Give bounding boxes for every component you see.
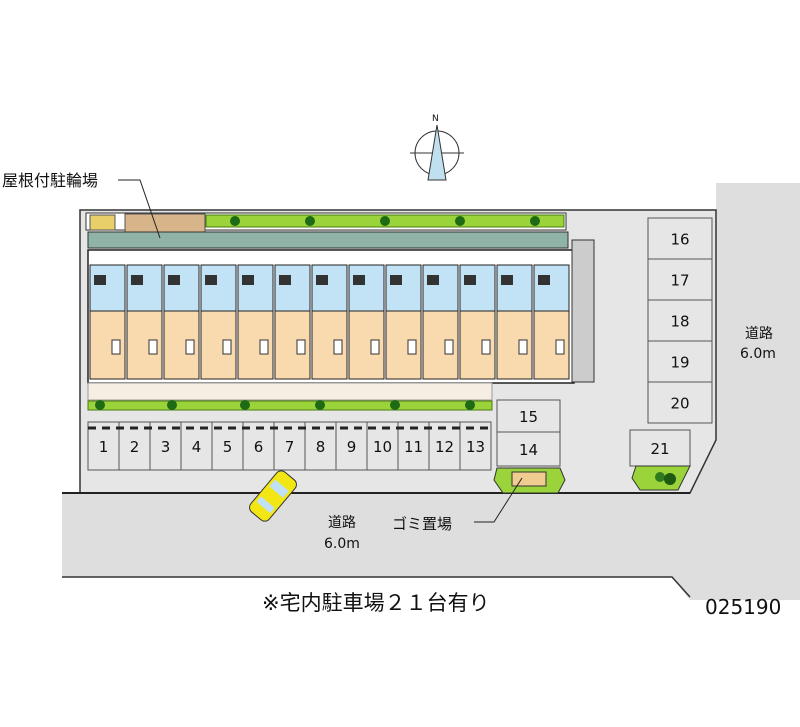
apartment-unit (89, 264, 126, 380)
parking-space-number: 9 (347, 438, 357, 456)
apartment-unit (385, 264, 422, 380)
svg-text:N: N (432, 114, 439, 124)
parking-space: 13 (459, 421, 492, 471)
parking-space-number: 2 (130, 438, 140, 456)
tree-icon (305, 216, 315, 226)
property-id: 025190 (705, 595, 781, 619)
parking-space-number: 11 (404, 438, 423, 456)
apartment-unit (533, 264, 570, 380)
parking-space-number: 12 (435, 438, 454, 456)
apartment-unit (163, 264, 200, 380)
parking-space: 2 (118, 421, 151, 471)
road-right-name: 道路 (745, 326, 773, 342)
parking-space-number: 3 (161, 438, 171, 456)
parking-space-number: 17 (670, 272, 689, 290)
parking-space: 16 (647, 217, 713, 260)
parking-space: 3 (149, 421, 182, 471)
parking-space-number: 13 (466, 438, 485, 456)
canopy (87, 231, 569, 249)
parking-space: 18 (647, 299, 713, 342)
apartment-unit (200, 264, 237, 380)
parking-space: 20 (647, 381, 713, 424)
parking-space: 21 (629, 429, 691, 467)
apartment-unit (422, 264, 459, 380)
parking-note: ※宅内駐車場２１台有り (262, 591, 490, 615)
tree-icon (230, 216, 240, 226)
tree-icon (455, 216, 465, 226)
road (62, 183, 800, 600)
apartment-unit (237, 264, 274, 380)
apartment-unit (459, 264, 496, 380)
parking-space-number: 4 (192, 438, 202, 456)
tree-icon (315, 400, 325, 410)
tree-icon (95, 400, 105, 410)
car-icon (249, 470, 297, 522)
bike-parking-label: 屋根付駐輪場 (2, 171, 98, 190)
parking-space-number: 19 (670, 354, 689, 372)
parking-space-number: 1 (99, 438, 109, 456)
parking-space: 7 (273, 421, 306, 471)
road-bottom-name: 道路 (328, 515, 356, 531)
road-edge (62, 576, 691, 598)
parking-space: 19 (647, 340, 713, 383)
apartment-building (85, 212, 595, 384)
apartment-unit (274, 264, 311, 380)
garbage-label: ゴミ置場 (392, 515, 452, 533)
tree-icon (390, 400, 400, 410)
parking-space-number: 10 (373, 438, 392, 456)
parking-space-number: 5 (223, 438, 233, 456)
parking-space: 11 (397, 421, 430, 471)
parking-space: 9 (335, 421, 368, 471)
parking-space: 5 (211, 421, 244, 471)
apartment-unit (311, 264, 348, 380)
tree-icon (530, 216, 540, 226)
parking-space-number: 14 (519, 441, 538, 459)
parking-space: 14 (496, 431, 561, 467)
parking-space: 10 (366, 421, 399, 471)
tree-icon (240, 400, 250, 410)
parking-space: 8 (304, 421, 337, 471)
parking-space-number: 15 (519, 408, 538, 426)
parking-space-number: 16 (670, 231, 689, 249)
parking-space-number: 8 (316, 438, 326, 456)
staircase (571, 239, 595, 383)
tree-icon (167, 400, 177, 410)
parking-space: 17 (647, 258, 713, 301)
parking-space: 15 (496, 399, 561, 433)
parking-space: 4 (180, 421, 213, 471)
hedge (87, 400, 493, 411)
parking-space-number: 20 (670, 395, 689, 413)
apartment-unit (496, 264, 533, 380)
tree-icon (380, 216, 390, 226)
north-compass-icon: N (410, 114, 464, 181)
parking-space-number: 21 (650, 440, 669, 458)
parking-space-number: 6 (254, 438, 264, 456)
parking-space-number: 18 (670, 313, 689, 331)
tree-icon (465, 400, 475, 410)
apartment-unit (126, 264, 163, 380)
parking-space-number: 7 (285, 438, 295, 456)
road-bottom-width: 6.0m (324, 536, 360, 552)
apartment-unit (348, 264, 385, 380)
parking-space: 1 (87, 421, 120, 471)
road-right-width: 6.0m (740, 346, 776, 362)
